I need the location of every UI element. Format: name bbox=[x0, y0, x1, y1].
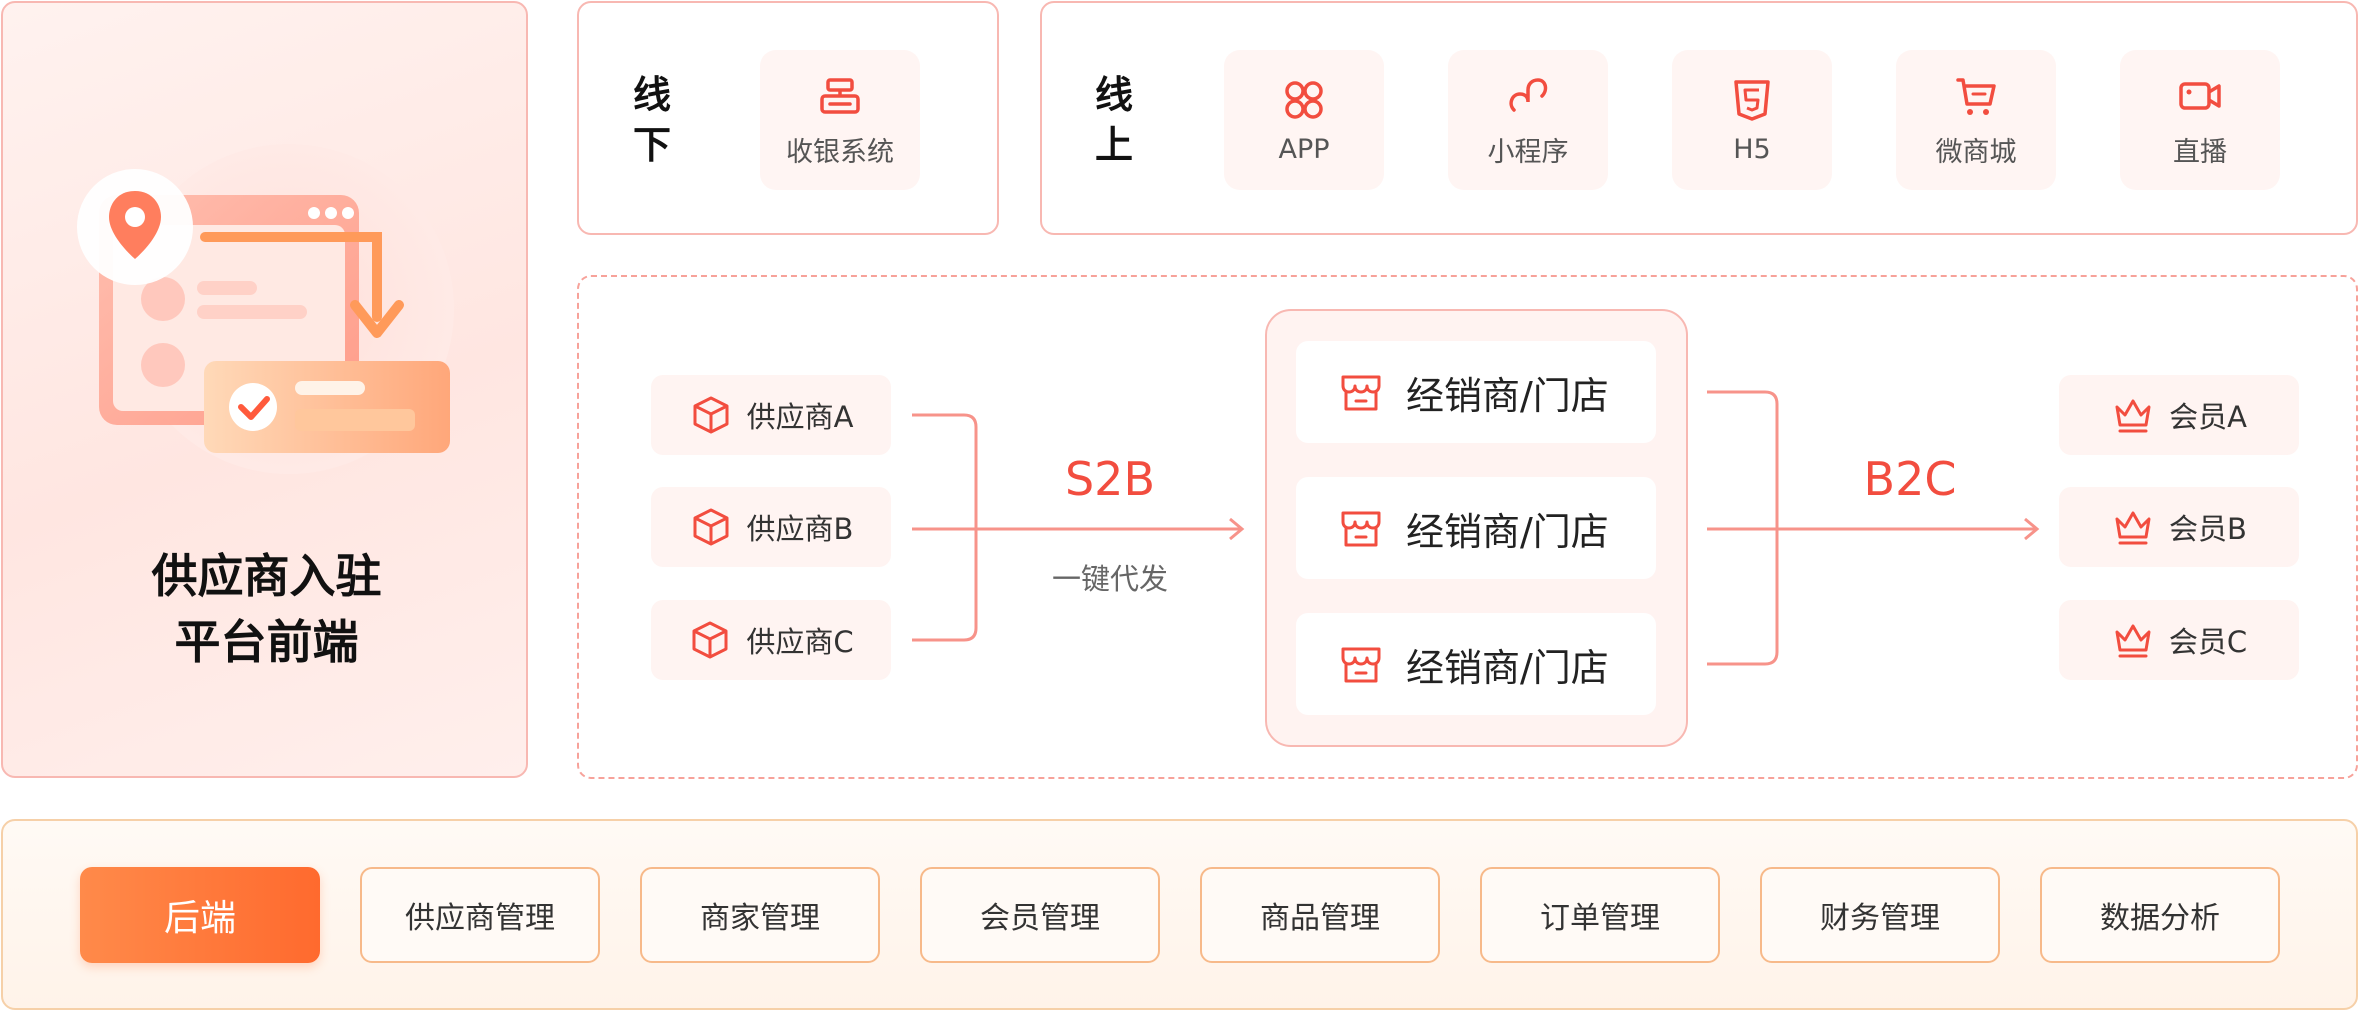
module-supplier-management: 供应商管理 bbox=[360, 867, 600, 963]
backend-panel bbox=[1, 819, 2358, 1010]
module-data-analysis: 数据分析 bbox=[2040, 867, 2280, 963]
supplier-label: 供应商C bbox=[746, 625, 854, 659]
member-label: 会员A bbox=[2169, 400, 2247, 434]
box-icon bbox=[693, 508, 729, 546]
mini-program-icon bbox=[1509, 77, 1548, 112]
channel-label: 收银系统 bbox=[786, 136, 894, 168]
offline-label: 线 下 bbox=[632, 73, 671, 167]
supplier-label: 供应商B bbox=[746, 512, 854, 546]
box-icon bbox=[692, 621, 728, 659]
channel-label: 小程序 bbox=[1487, 136, 1569, 168]
flow-area bbox=[577, 275, 2358, 779]
s2b-sublabel: 一键代发 bbox=[1051, 562, 1168, 596]
box-icon bbox=[693, 396, 729, 434]
dealer-label: 经销商/门店 bbox=[1406, 645, 1609, 690]
dealer-store-1: 经销商/门店 bbox=[1296, 341, 1656, 443]
member-c: 会员C bbox=[2059, 600, 2299, 680]
channel-micro-mall: 微商城 bbox=[1896, 50, 2056, 190]
app-icon bbox=[1285, 80, 1323, 119]
channel-live: 直播 bbox=[2120, 50, 2280, 190]
module-finance-management: 财务管理 bbox=[1760, 867, 2000, 963]
member-b: 会员B bbox=[2059, 487, 2299, 567]
module-order-management: 订单管理 bbox=[1480, 867, 1720, 963]
store-icon bbox=[1341, 375, 1381, 411]
hero-title: 供应商入驻 平台前端 bbox=[3, 543, 530, 675]
s2b-label: S2B bbox=[1064, 452, 1156, 506]
channel-label: H5 bbox=[1733, 133, 1771, 165]
video-camera-icon bbox=[2179, 81, 2221, 110]
supplier-label: 供应商A bbox=[746, 400, 854, 434]
supplier-c: 供应商C bbox=[651, 600, 891, 680]
module-member-management: 会员管理 bbox=[920, 867, 1160, 963]
html5-icon bbox=[1734, 79, 1770, 121]
supplier-platform-illustration bbox=[77, 144, 454, 474]
b2c-label: B2C bbox=[1863, 452, 1957, 506]
hero-title-line2: 平台前端 bbox=[174, 615, 359, 669]
crown-icon bbox=[2115, 511, 2151, 545]
crown-icon bbox=[2115, 399, 2151, 433]
dealer-store-2: 经销商/门店 bbox=[1296, 477, 1656, 579]
channel-mini-program: 小程序 bbox=[1448, 50, 1608, 190]
cart-icon bbox=[1956, 77, 1996, 115]
hero-title-line1: 供应商入驻 bbox=[151, 549, 382, 603]
channel-label: APP bbox=[1278, 133, 1330, 165]
dealer-label: 经销商/门店 bbox=[1406, 373, 1609, 418]
hero-panel: 供应商入驻 平台前端 bbox=[1, 1, 528, 778]
channel-label: 直播 bbox=[2173, 136, 2227, 168]
store-icon bbox=[1341, 511, 1381, 547]
channel-h5: H5 bbox=[1672, 50, 1832, 190]
dealer-label: 经销商/门店 bbox=[1406, 509, 1609, 554]
member-label: 会员B bbox=[2169, 512, 2247, 546]
dealer-store-3: 经销商/门店 bbox=[1296, 613, 1656, 715]
channel-cashier-system: 收银系统 bbox=[760, 50, 920, 190]
online-channel-box: 线 上 APP 小程序 H5 微商城 bbox=[1040, 1, 2358, 235]
offline-channel-box: 线 下 收银系统 bbox=[577, 1, 999, 235]
channel-app: APP bbox=[1224, 50, 1384, 190]
supplier-a: 供应商A bbox=[651, 375, 891, 455]
supplier-b: 供应商B bbox=[651, 487, 891, 567]
member-label: 会员C bbox=[2168, 625, 2248, 659]
online-label: 线 上 bbox=[1094, 73, 1133, 167]
module-merchant-management: 商家管理 bbox=[640, 867, 880, 963]
crown-icon bbox=[2115, 624, 2151, 658]
module-product-management: 商品管理 bbox=[1200, 867, 1440, 963]
store-icon bbox=[1341, 647, 1381, 683]
channel-label: 微商城 bbox=[1935, 136, 2017, 168]
cashier-icon bbox=[820, 77, 860, 114]
backend-tag: 后端 bbox=[80, 867, 320, 963]
member-a: 会员A bbox=[2059, 375, 2299, 455]
